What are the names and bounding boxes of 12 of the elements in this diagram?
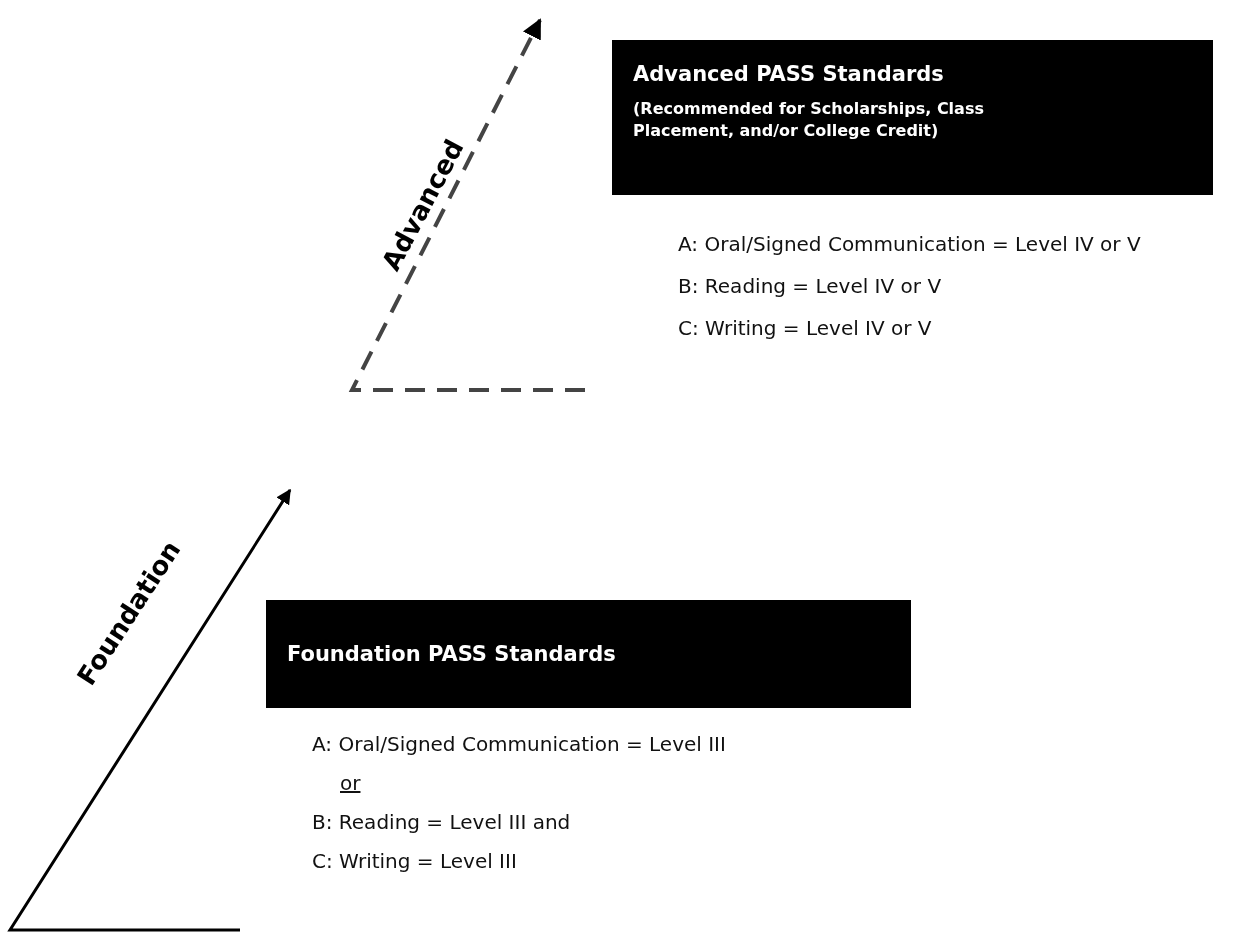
- connector-word: or: [340, 771, 361, 795]
- criterion-text: C: Writing = Level III: [312, 849, 517, 873]
- criterion-text: B: Reading = Level IV or V: [678, 274, 942, 298]
- banner-heading: Foundation PASS Standards: [287, 642, 616, 666]
- banner-subheading: (Recommended for Scholarships, Class Placement, and/or College Credit): [633, 98, 985, 142]
- heading-banner: [612, 40, 1213, 195]
- criterion-text: B: Reading = Level III and: [312, 810, 571, 834]
- criterion-text: A: Oral/Signed Communication = Level IV or V: [678, 232, 1141, 256]
- criterion-text: C: Writing = Level IV or V: [678, 316, 932, 340]
- criterion-text: A: Oral/Signed Communication = Level III: [312, 732, 726, 756]
- heading-banner: [266, 600, 911, 708]
- banner-heading: Advanced PASS Standards: [633, 62, 944, 86]
